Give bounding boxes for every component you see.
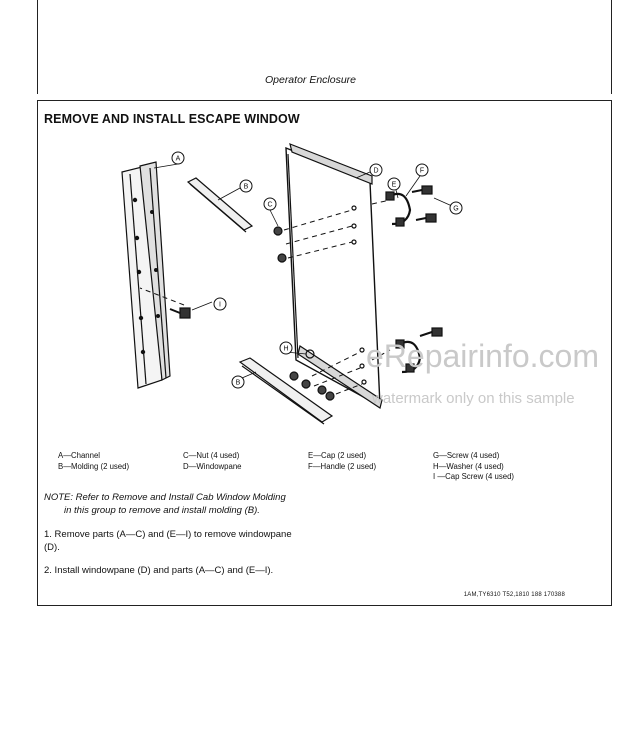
callout-h: H (283, 346, 288, 353)
callout-c: C (267, 202, 272, 209)
exploded-view-illustration: A B C D E F G H I B (121, 143, 463, 425)
callout-g: G (453, 206, 458, 213)
step-1-line: 1. Remove parts (A—C) and (E—I) to remov… (44, 529, 292, 540)
reference-code: 1AM,TY6310 T52,1810 188 170388 (463, 592, 565, 598)
legend-item: B—Molding (2 used) (58, 461, 130, 471)
note-line: NOTE: Refer to Remove and Install Cab Wi… (44, 492, 286, 503)
content-frame (37, 100, 612, 606)
callout-e: E (392, 182, 397, 189)
legend-column-1: A—Channel B—Molding (2 used) (58, 451, 129, 472)
legend-item: H—Washer (4 used) (433, 461, 504, 471)
legend-item: A—Channel (58, 451, 101, 460)
watermark-subtext: watermark only on this sample (372, 390, 575, 407)
legend-item: I —Cap Screw (4 used) (433, 472, 515, 481)
step-2: 2. Install windowpane (D) and parts (A—C… (44, 565, 274, 576)
callout-d: D (373, 168, 378, 175)
section-header: Operator Enclosure (264, 74, 357, 86)
step-1: 1. Remove parts (A—C) and (E—I) to remov… (44, 529, 292, 554)
legend-column-4: G—Screw (4 used) H—Washer (4 used) I —Ca… (433, 451, 514, 483)
callout-b-lower: B (236, 380, 241, 387)
legend-item: F—Handle (2 used) (308, 461, 377, 471)
legend-item: C—Nut (4 used) (183, 451, 240, 460)
legend-column-2: C—Nut (4 used) D—Windowpane (183, 451, 242, 472)
callout-f: F (420, 168, 424, 175)
page-frame (37, 0, 612, 94)
note-line: in this group to remove and install mold… (64, 504, 260, 516)
callout-i: I (219, 302, 221, 309)
legend-item: E—Cap (2 used) (308, 451, 367, 460)
channel-part (121, 161, 171, 389)
legend-column-3: E—Cap (2 used) F—Handle (2 used) (308, 451, 376, 472)
watermark-text: eRepairinfo.com (366, 338, 599, 374)
step-1-line: (D). (44, 541, 60, 553)
page-title: REMOVE AND INSTALL ESCAPE WINDOW (44, 112, 300, 126)
callout-a: A (176, 156, 181, 163)
legend-item: G—Screw (4 used) (433, 451, 500, 460)
callout-b-upper: B (244, 184, 249, 191)
note-block: NOTE: Refer to Remove and Install Cab Wi… (44, 492, 286, 517)
legend-item: D—Windowpane (183, 461, 242, 471)
